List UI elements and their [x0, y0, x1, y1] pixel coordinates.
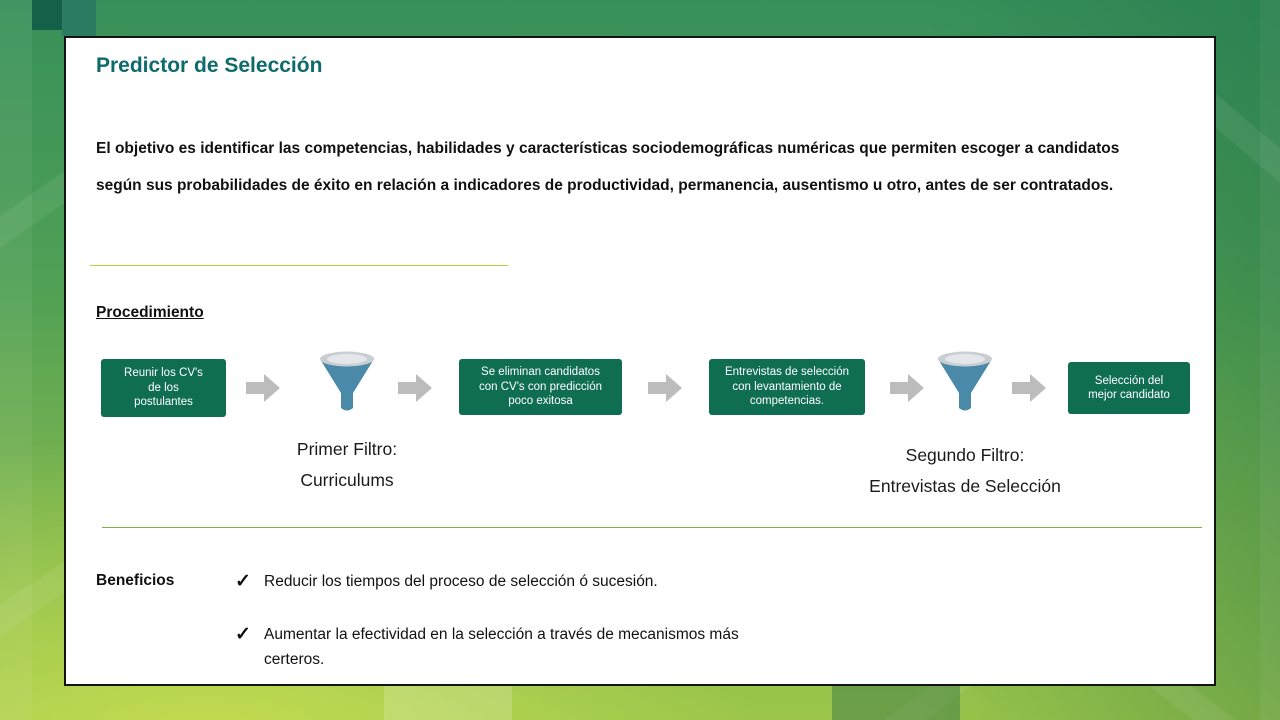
arrow-right-icon [1010, 371, 1048, 405]
benefit-text: Aumentar la efectividad en la selección … [264, 626, 739, 668]
arrow-right-icon [888, 371, 926, 405]
bg-left-strip [0, 0, 32, 720]
slide-title: Predictor de Selección [96, 54, 323, 77]
bg-square-teal [62, 0, 96, 36]
funnel-icon [317, 349, 377, 419]
bg-bottom-dark-bar [832, 684, 960, 720]
bg-bottom-light-bar [384, 684, 512, 720]
bg-square-dark [32, 0, 62, 30]
benefit-text: Reducir los tiempos del proceso de selec… [264, 573, 658, 590]
first-filter-label: Primer Filtro: Curriculums [296, 439, 398, 490]
benefit-item: ✓ Aumentar la efectividad en la selecció… [235, 622, 739, 672]
flow-step-best-candidate: Selección del mejor candidato [1068, 362, 1190, 414]
arrow-right-icon [396, 371, 434, 405]
slide-card: Predictor de Selección El objetivo es id… [64, 36, 1216, 686]
objective-text: El objetivo es identificar las competenc… [96, 140, 1120, 194]
flow-step-eliminate-candidates: Se eliminan candidatos con CV's con pred… [459, 359, 622, 415]
flow-step-collect-cvs: Reunir los CV's de los postulantes [101, 359, 226, 417]
benefit-item: ✓ Reducir los tiempos del proceso de sel… [235, 569, 658, 594]
flow-step-interviews: Entrevistas de selección con levantamien… [709, 359, 865, 415]
funnel-icon [935, 349, 995, 419]
second-filter-label: Segundo Filtro: Entrevistas de Selección [869, 445, 1061, 496]
bg-right-strip [1260, 0, 1280, 720]
arrow-right-icon [646, 371, 684, 405]
divider-top [90, 265, 508, 266]
benefits-heading: Beneficios [96, 572, 175, 589]
arrow-right-icon [244, 371, 282, 405]
procedure-heading: Procedimiento [96, 304, 204, 321]
check-icon: ✓ [235, 624, 251, 645]
divider-middle [102, 527, 1202, 528]
check-icon: ✓ [235, 571, 251, 592]
